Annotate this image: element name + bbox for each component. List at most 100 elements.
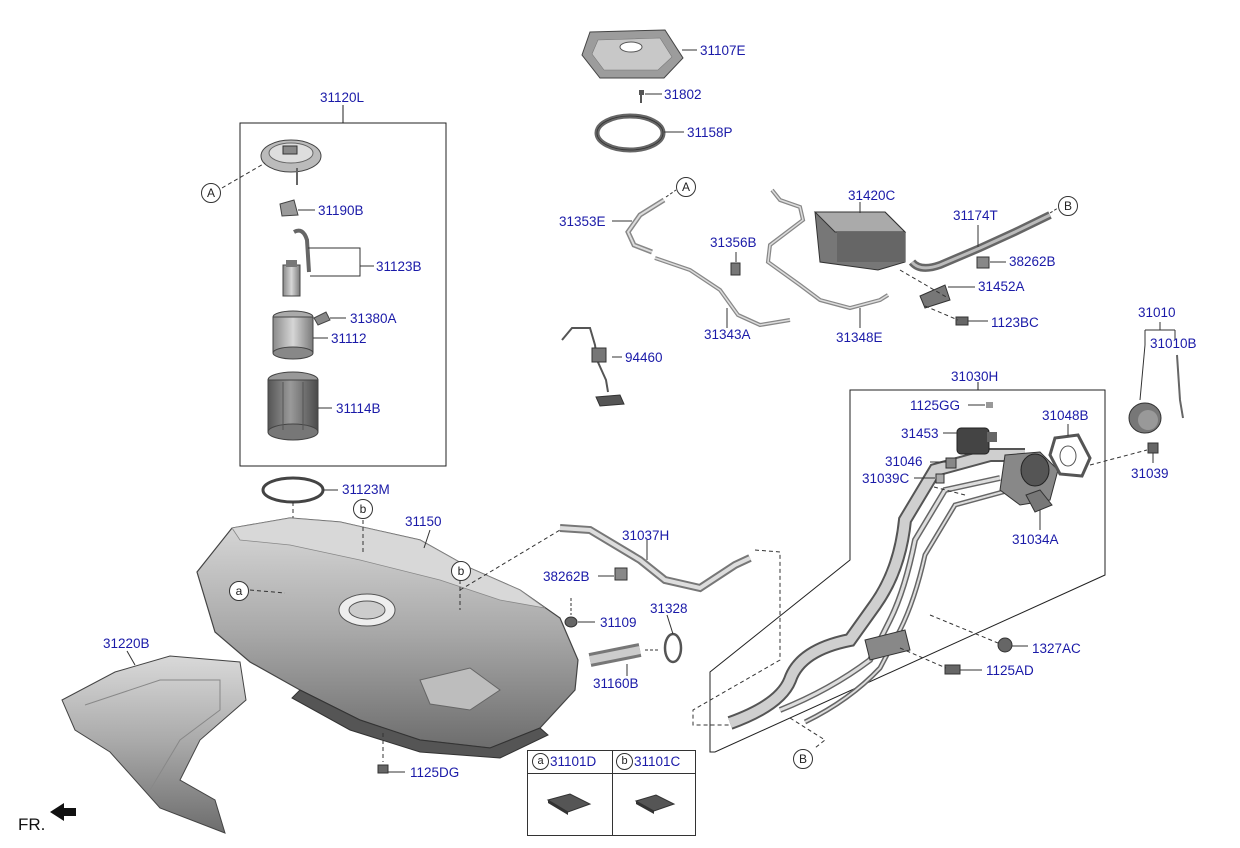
part-label-31328[interactable]: 31328: [650, 601, 688, 616]
part-label-31123M[interactable]: 31123M: [342, 482, 390, 497]
part-label-31039C[interactable]: 31039C: [862, 471, 910, 486]
part-label-31348E[interactable]: 31348E: [836, 330, 883, 345]
part-label-38262B-top[interactable]: 38262B: [1009, 254, 1056, 269]
clamp-31328: [663, 632, 683, 664]
legend-cell-a: a 31101D: [528, 751, 613, 836]
legend-marker-b: b: [616, 753, 633, 770]
tube-31348E: [765, 188, 890, 311]
part-label-31160B[interactable]: 31160B: [593, 676, 639, 691]
part-label-31174T[interactable]: 31174T: [953, 208, 998, 223]
valve-31453: [956, 427, 997, 455]
part-label-31039[interactable]: 31039: [1131, 466, 1169, 481]
legend-table: a 31101D b 31101C: [527, 750, 696, 836]
heat-shield-31220B: [61, 655, 247, 834]
clip-38262B-mid: [614, 567, 628, 581]
part-label-1125AD[interactable]: 1125AD: [986, 663, 1034, 678]
part-label-31010B[interactable]: 31010B: [1150, 336, 1197, 351]
lock-ring-31158P: [594, 113, 666, 153]
part-label-31030H[interactable]: 31030H: [951, 369, 999, 384]
nut-1327AC: [997, 637, 1013, 653]
legend-head-a: a 31101D: [528, 751, 612, 774]
part-label-31123B[interactable]: 31123B: [376, 259, 422, 274]
pump-flange: [260, 139, 322, 185]
part-label-31010[interactable]: 31010: [1138, 305, 1176, 320]
part-label-31802[interactable]: 31802: [664, 87, 702, 102]
front-arrow-icon: [50, 803, 76, 821]
pad-31107E: [581, 29, 684, 79]
part-label-1327AC[interactable]: 1327AC: [1032, 641, 1081, 656]
tube-31123B: [293, 228, 311, 273]
bolt-1125AD: [944, 664, 961, 675]
part-label-1125DG[interactable]: 1125DG: [410, 765, 460, 780]
part-label-31034A[interactable]: 31034A: [1012, 532, 1059, 547]
part-label-1123BC[interactable]: 1123BC: [991, 315, 1039, 330]
callout-b-tank-right: b: [451, 561, 471, 581]
pump-31123B: [282, 260, 301, 297]
part-31380A: [313, 311, 331, 326]
part-31046: [945, 457, 957, 469]
pad-31101C-icon: [634, 794, 676, 814]
part-label-31112[interactable]: 31112: [331, 331, 367, 346]
legend-cell-b: b 31101C: [612, 751, 696, 836]
part-label-31120L[interactable]: 31120L: [320, 90, 365, 105]
callout-B-top: B: [1058, 196, 1078, 216]
part-label-31380A[interactable]: 31380A: [350, 311, 397, 326]
bracket-31452A: [919, 284, 951, 309]
callout-A-left: A: [201, 183, 221, 203]
bolt-1123BC: [955, 316, 969, 326]
filler-assembly-box: [709, 389, 1106, 753]
part-label-94460[interactable]: 94460: [625, 350, 663, 365]
bolt-1125DG: [377, 764, 389, 774]
front-direction-label: FR.: [18, 815, 46, 834]
part-label-31220B[interactable]: 31220B: [103, 636, 150, 651]
reservoir-31114B: [267, 371, 319, 441]
part-label-31114B[interactable]: 31114B: [336, 401, 381, 416]
part-label-31109[interactable]: 31109: [600, 615, 637, 630]
part-label-38262B-mid[interactable]: 38262B: [543, 569, 590, 584]
gasket-31048B: [1048, 433, 1092, 478]
part-label-1125GG[interactable]: 1125GG: [910, 398, 961, 413]
canister-31420C: [813, 211, 907, 271]
legend-code-31101C[interactable]: 31101C: [634, 754, 681, 769]
bolt-31802: [639, 90, 644, 103]
part-label-31046[interactable]: 31046: [885, 454, 923, 469]
reservoir-31112: [272, 310, 314, 360]
hose-31037H: [559, 524, 752, 593]
callout-A-right: A: [676, 177, 696, 197]
part-31356B: [730, 262, 741, 276]
part-31039C: [935, 473, 945, 484]
part-31190B: [279, 199, 299, 217]
part-1125GG: [986, 402, 993, 408]
part-label-31037H[interactable]: 31037H: [622, 528, 670, 543]
part-label-31356B[interactable]: 31356B: [710, 235, 757, 250]
part-label-31452A[interactable]: 31452A: [978, 279, 1025, 294]
legend-marker-a: a: [532, 753, 549, 770]
callout-b-tank-left: b: [353, 499, 373, 519]
part-label-31353E[interactable]: 31353E: [559, 214, 606, 229]
legend-head-b: b 31101C: [612, 751, 696, 774]
tube-31174T: [908, 211, 1052, 272]
part-label-31150[interactable]: 31150: [405, 514, 442, 529]
rod-31010B: [1176, 354, 1184, 419]
part-label-31453[interactable]: 31453: [901, 426, 939, 441]
part-label-31343A[interactable]: 31343A: [704, 327, 751, 342]
part-label-31420C[interactable]: 31420C: [848, 188, 896, 203]
part-label-31107E[interactable]: 31107E: [700, 43, 746, 58]
bolt-31039: [1147, 442, 1159, 454]
tube-31343A: [654, 256, 791, 328]
part-label-31158P[interactable]: 31158P: [687, 125, 733, 140]
part-label-31190B[interactable]: 31190B: [318, 203, 364, 218]
sender-94460: [561, 327, 625, 407]
clip-38262B-top: [976, 256, 990, 269]
legend-code-31101D[interactable]: 31101D: [550, 754, 597, 769]
part-label-31048B[interactable]: 31048B: [1042, 408, 1089, 423]
ring-31123M: [261, 476, 325, 504]
hose-31160B: [588, 643, 642, 667]
filler-neck-pipes: [727, 448, 1025, 730]
callout-B-bottom: B: [793, 749, 813, 769]
filler-head-31034A: [999, 451, 1059, 513]
nut-31109: [564, 616, 578, 628]
fuel-door-31010: [1128, 402, 1162, 434]
